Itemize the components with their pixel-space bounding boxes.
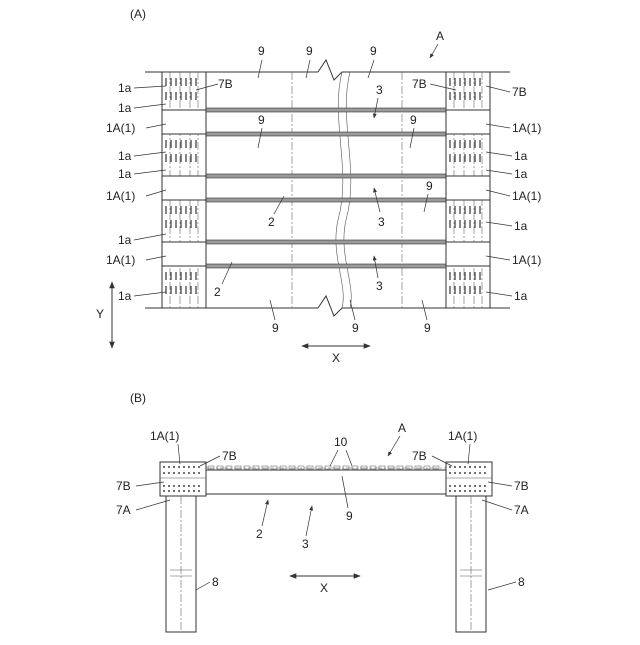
label-9: 9 (410, 113, 417, 127)
label-9: 9 (272, 321, 279, 335)
label-2: 2 (268, 215, 275, 229)
label-1a: 1a (514, 149, 528, 163)
label-9: 9 (352, 321, 359, 335)
label-1a: 1a (118, 101, 132, 115)
label-7B: 7B (222, 449, 237, 463)
label-9: 9 (346, 509, 353, 523)
axis-x-label: X (320, 581, 328, 595)
label-2: 2 (214, 285, 221, 299)
label-2: 2 (256, 527, 263, 541)
label-1A: 1A(1) (448, 429, 477, 443)
label-1a: 1a (118, 289, 132, 303)
label-1a: 1a (118, 81, 132, 95)
label-1A: 1A(1) (512, 121, 541, 135)
label-9: 9 (306, 44, 313, 58)
label-7A: 7A (514, 503, 529, 517)
label-7B: 7B (412, 77, 427, 91)
label-3: 3 (378, 215, 385, 229)
label-7B: 7B (514, 479, 529, 493)
label-7B: 7B (412, 449, 427, 463)
label-1a: 1a (118, 149, 132, 163)
label-9: 9 (424, 321, 431, 335)
label-8: 8 (212, 575, 219, 589)
label-1A: 1A(1) (106, 121, 135, 135)
label-1a: 1a (118, 167, 132, 181)
label-7A: 7A (116, 503, 131, 517)
label-1a: 1a (514, 289, 528, 303)
label-1a: 1a (514, 219, 528, 233)
label-9: 9 (370, 44, 377, 58)
label-9: 9 (258, 113, 265, 127)
label-1A: 1A(1) (106, 253, 135, 267)
label-7B: 7B (512, 85, 527, 99)
panel-b-title: (B) (130, 391, 146, 405)
axis-x-label: X (332, 351, 340, 365)
panel-a: (A) (96, 7, 541, 365)
label-1A: 1A(1) (106, 189, 135, 203)
ref-A: A (398, 421, 406, 435)
label-7B: 7B (116, 479, 131, 493)
label-3: 3 (376, 279, 383, 293)
label-1A: 1A(1) (512, 253, 541, 267)
label-1A: 1A(1) (512, 189, 541, 203)
label-1a: 1a (514, 167, 528, 181)
label-10: 10 (334, 435, 348, 449)
label-9: 9 (426, 179, 433, 193)
axis-y-label: Y (96, 307, 104, 321)
panel-a-title: (A) (130, 7, 146, 21)
deck-girder (160, 470, 492, 494)
ref-A: A (436, 29, 444, 43)
label-3: 3 (302, 537, 309, 551)
label-1a: 1a (118, 233, 132, 247)
label-1A: 1A(1) (150, 429, 179, 443)
label-8: 8 (518, 575, 525, 589)
label-7B: 7B (218, 77, 233, 91)
label-9: 9 (258, 44, 265, 58)
panel-b: (B) A 1A(1) 1A(1) 7B 7B 7B 7B 7A (116, 391, 529, 632)
label-3: 3 (376, 83, 383, 97)
hatch-patterns (163, 78, 486, 492)
